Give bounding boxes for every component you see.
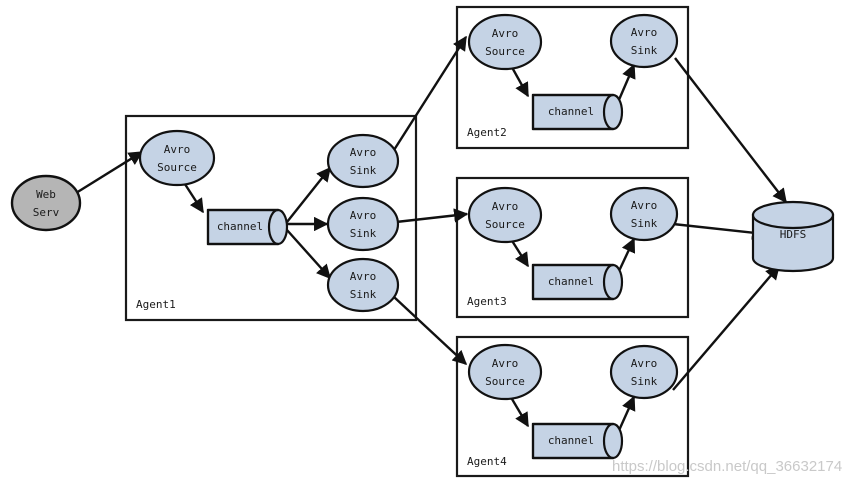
agent2-channel-label: channel (548, 105, 594, 118)
edge-agent1-channel-to-sink3 (286, 229, 331, 280)
agent4-channel-node[interactable]: channel (531, 422, 624, 460)
agent1-sink-1-label-line1: Avro (350, 146, 377, 159)
agent4-sink-label-line1: Avro (631, 357, 658, 370)
edge-agent1-sink2-to-agent3-source (395, 208, 469, 224)
agent1-source-label-line2: Source (157, 161, 197, 174)
agent4-channel-label: channel (548, 434, 594, 447)
edge-webserv-to-agent1-source (75, 150, 144, 195)
agent1-sink-1-node[interactable]: Avro Sink (326, 133, 400, 189)
agent1-sink-1-label-line2: Sink (350, 164, 377, 177)
edge-agent2-sink-to-hdfs (674, 57, 787, 204)
agent1-sink-3-label-line2: Sink (350, 288, 377, 301)
agent3-source-node[interactable]: Avro Source (467, 186, 543, 244)
agent4-source-label-line1: Avro (492, 357, 519, 370)
agent3-channel-label: channel (548, 275, 594, 288)
edge-agent1-sink1-to-agent2-source (392, 35, 468, 151)
agent1-channel-node[interactable]: channel (206, 208, 289, 246)
agent2-channel-node[interactable]: channel (531, 93, 624, 131)
agent3-channel-node[interactable]: channel (531, 263, 624, 301)
edge-agent3-sink-to-hdfs (672, 222, 767, 240)
web-serv-label-line2: Serv (33, 206, 60, 219)
agent2-source-label-line2: Source (485, 45, 525, 58)
agent3-sink-node[interactable]: Avro Sink (609, 186, 679, 242)
agent4-source-node[interactable]: Avro Source (467, 343, 543, 401)
agent4-label: Agent4 (467, 455, 507, 468)
agent3-source-label-line1: Avro (492, 200, 519, 213)
agent4-sink-label-line2: Sink (631, 375, 658, 388)
agent1-channel-label: channel (217, 220, 263, 233)
agent1-sink-2-label-line1: Avro (350, 209, 377, 222)
agent1-source-label-line1: Avro (164, 143, 191, 156)
web-serv-node[interactable]: Web Serv (10, 174, 82, 232)
agent1-source-node[interactable]: Avro Source (138, 129, 216, 187)
agent2-source-node[interactable]: Avro Source (467, 13, 543, 71)
agent2-source-label-line1: Avro (492, 27, 519, 40)
web-serv-label-line1: Web (36, 188, 56, 201)
agent2-sink-node[interactable]: Avro Sink (609, 13, 679, 69)
hdfs-label: HDFS (780, 228, 807, 241)
agent2-label: Agent2 (467, 126, 507, 139)
agent3-label: Agent3 (467, 295, 507, 308)
agent3-source-label-line2: Source (485, 218, 525, 231)
agent4-source-label-line2: Source (485, 375, 525, 388)
agent4-sink-node[interactable]: Avro Sink (609, 344, 679, 400)
agent1-sink-3-node[interactable]: Avro Sink (326, 257, 400, 313)
edge-agent1-channel-to-sink1 (286, 166, 331, 223)
hdfs-node[interactable]: HDFS (751, 200, 835, 273)
agent1-label: Agent1 (136, 298, 176, 311)
agent2-sink-label-line1: Avro (631, 26, 658, 39)
agent1-sink-3-label-line1: Avro (350, 270, 377, 283)
agent2-sink-label-line2: Sink (631, 44, 658, 57)
edge-agent1-sink3-to-agent4-source (393, 296, 468, 365)
agent1-sink-2-label-line2: Sink (350, 227, 377, 240)
edge-agent4-sink-to-hdfs (672, 264, 780, 391)
watermark-text: https://blog.csdn.net/qq_36632174 (612, 458, 842, 475)
agent3-sink-label-line2: Sink (631, 217, 658, 230)
agent1-sink-2-node[interactable]: Avro Sink (326, 196, 400, 252)
agent3-sink-label-line1: Avro (631, 199, 658, 212)
